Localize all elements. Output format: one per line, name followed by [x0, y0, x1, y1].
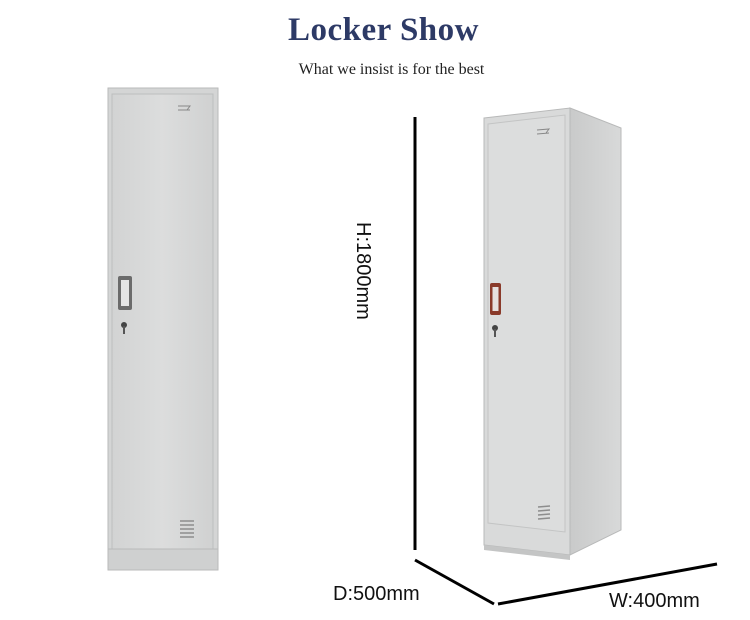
handle-icon	[490, 283, 501, 315]
vent-icon	[537, 505, 551, 520]
depth-label: D:500mm	[333, 583, 420, 605]
width-dimension-line	[497, 562, 718, 606]
vent-icon	[180, 520, 194, 538]
lock-icon	[492, 325, 498, 337]
page-title: Locker Show	[288, 12, 479, 48]
depth-dimension-line	[414, 558, 495, 606]
width-label: W:400mm	[609, 590, 700, 612]
page-subtitle: What we insist is for the best	[298, 61, 485, 78]
handle-icon	[118, 276, 132, 310]
locker-front-view	[107, 87, 219, 571]
lock-icon	[121, 322, 127, 334]
locker-perspective-view	[483, 107, 622, 560]
height-label: H:1800mm	[352, 222, 374, 320]
